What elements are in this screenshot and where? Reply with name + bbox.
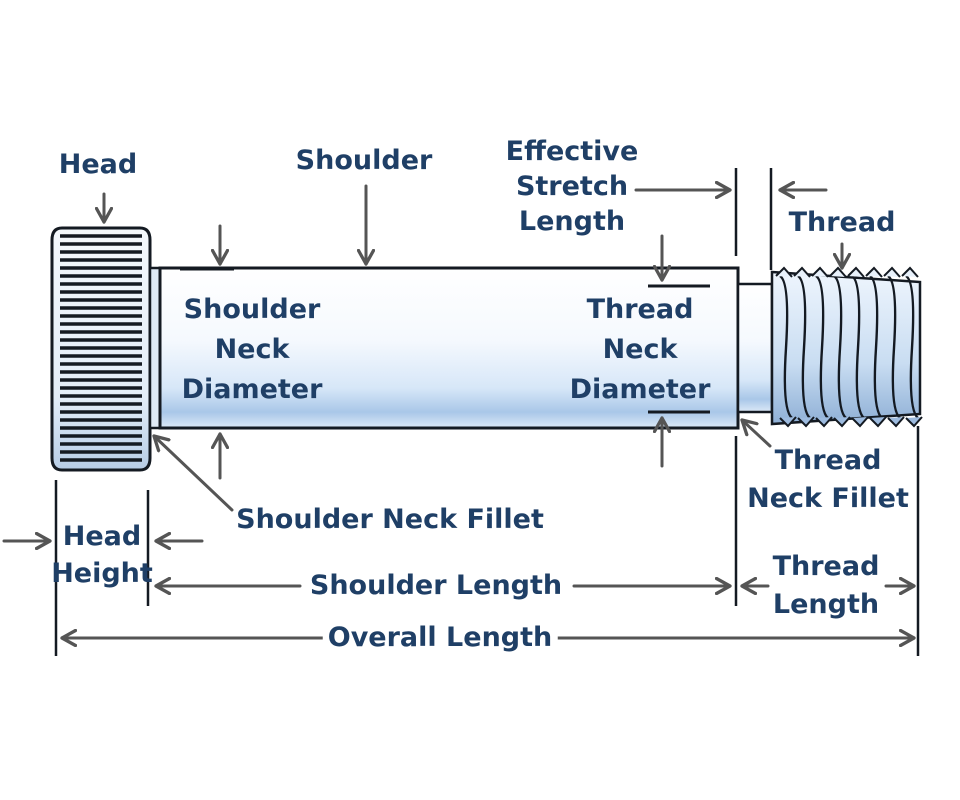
thread-fillet-arrow (742, 420, 772, 448)
thread-crest (779, 274, 793, 419)
thread-crest (905, 274, 919, 419)
head-height-label: Head Height (51, 521, 153, 589)
thread-crest (887, 274, 901, 419)
bolt-head (50, 226, 152, 472)
shoulder-fillet-arrow (154, 436, 234, 512)
head-label: Head (58, 149, 138, 180)
thread-tooth-bottom (797, 416, 815, 428)
thread-tooth-top (901, 266, 919, 278)
thread-neck-fillet-label: Thread Neck Fillet (747, 445, 909, 514)
thread-neck-diameter-label: Thread Neck Diameter (569, 294, 711, 405)
thread-crests (775, 266, 923, 428)
shoulder-label: Shoulder (295, 145, 433, 176)
thread-tooth-top (793, 266, 811, 278)
extension-lines (54, 168, 920, 656)
thread-tooth-bottom (887, 416, 905, 428)
overall-length-label: Overall Length (322, 618, 558, 658)
thread-tooth-bottom (833, 416, 851, 428)
thread-crest (815, 274, 829, 419)
thread-length-label: Thread Length (772, 551, 880, 620)
shoulder-length-label: Shoulder Length (309, 570, 563, 601)
thread-tooth-top (865, 266, 883, 278)
thread-crest (851, 274, 865, 419)
thread-tooth-top (883, 266, 901, 278)
thread-crest (833, 274, 847, 419)
thread-crest (869, 274, 883, 419)
thread-tooth-bottom (815, 416, 833, 428)
bolt-thread (770, 266, 923, 428)
thread-tooth-bottom (851, 416, 869, 428)
bolt-shoulder (148, 266, 774, 430)
effective-stretch-length-label: Effective Stretch Length (505, 136, 639, 237)
shoulder-neck-fillet-label: Shoulder Neck Fillet (236, 504, 544, 535)
thread-tooth-top (811, 266, 829, 278)
thread-tooth-top (829, 266, 847, 278)
thread-tooth-bottom (779, 416, 797, 428)
thread-label: Thread (788, 207, 896, 238)
shoulder-neck-diameter-label: Shoulder Neck Diameter (181, 294, 323, 405)
thread-tooth-bottom (869, 416, 887, 428)
thread-tooth-bottom (905, 416, 923, 428)
thread-crest (797, 274, 811, 419)
thread-tooth-top (775, 266, 793, 278)
knurl-lines (60, 234, 142, 462)
thread-tooth-top (847, 266, 865, 278)
